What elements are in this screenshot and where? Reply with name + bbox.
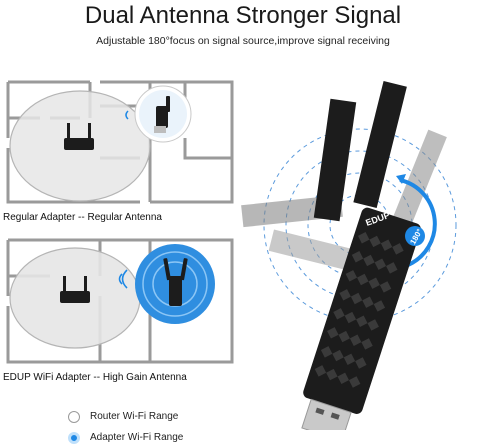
wifi-signal-icon [118, 269, 128, 289]
regular-floorplan-diagram [6, 80, 234, 204]
edup-adapter-icon [163, 258, 188, 306]
wifi-signal-icon [125, 110, 129, 120]
page-subtitle: Adjustable 180°focus on signal source,im… [96, 35, 390, 47]
adapter-range-legend-icon [68, 432, 80, 444]
router-range-legend-icon [68, 411, 80, 423]
antenna-left [313, 98, 357, 222]
adapter-body [301, 207, 421, 430]
edup-floorplan-diagram [6, 238, 234, 364]
router-icon [60, 276, 90, 303]
router-icon [64, 123, 94, 150]
adapter-range-legend-label: Adapter Wi-Fi Range [90, 432, 184, 443]
regular-adapter-caption: Regular Adapter -- Regular Antenna [3, 212, 162, 223]
product-illustration: EDUP 180° [241, 80, 457, 430]
page-title: Dual Antenna Stronger Signal [84, 2, 402, 29]
edup-adapter-caption: EDUP WiFi Adapter -- High Gain Antenna [3, 372, 187, 383]
regular-adapter-icon [154, 96, 170, 133]
router-range-legend-label: Router Wi-Fi Range [90, 411, 179, 422]
antenna-right [353, 80, 407, 209]
